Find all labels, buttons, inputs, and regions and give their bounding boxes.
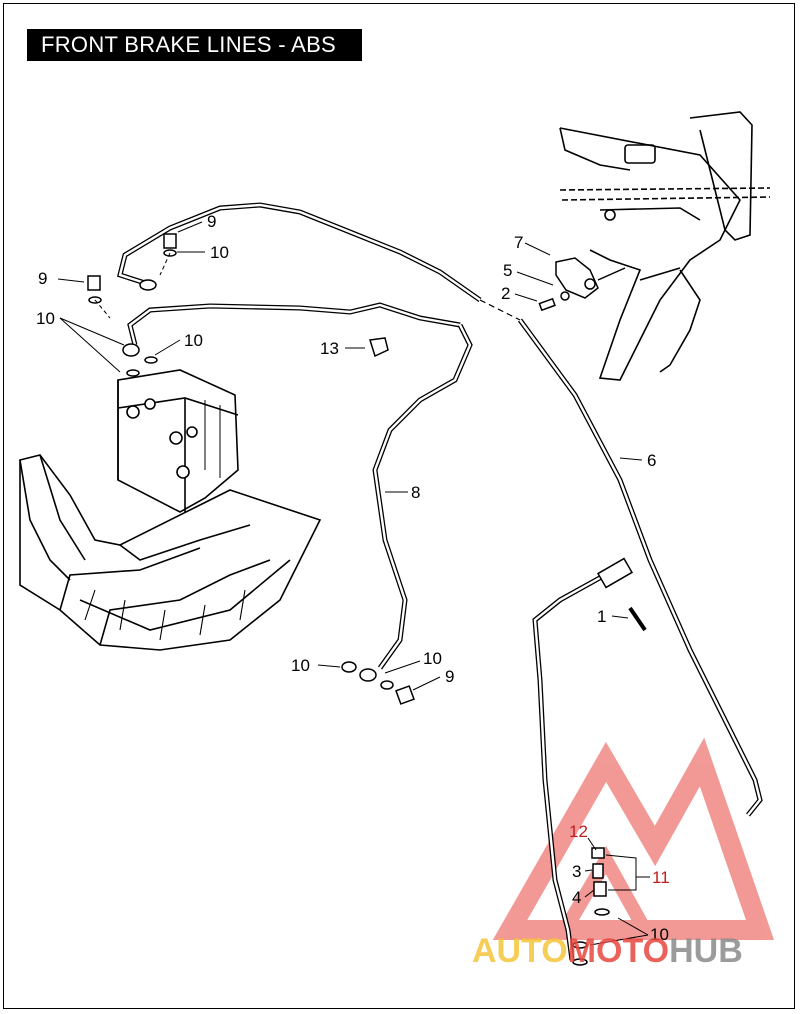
callout-11: 11	[652, 868, 670, 887]
callout-4: 4	[572, 888, 581, 907]
watermark-part-hub: HUB	[669, 932, 743, 970]
callout-10-bottom: 10	[650, 925, 669, 944]
callout-9-upper: 9	[207, 212, 216, 231]
callout-1: 1	[597, 607, 606, 626]
watermark-logo	[492, 737, 775, 940]
callout-9-lower: 9	[445, 667, 454, 686]
callout-10-upper: 10	[210, 243, 229, 262]
callout-8: 8	[411, 483, 420, 502]
abs-modulator	[117, 369, 239, 513]
callout-3: 3	[572, 862, 581, 881]
watermark-part-auto: AUTO	[472, 932, 568, 970]
leader-lines	[57, 221, 650, 946]
callout-labels: 9 10 9 10 10 13 7 5 2 6 8 1 10 10 9 12 3…	[36, 212, 670, 944]
callout-10-mid: 10	[184, 331, 203, 350]
callout-10-lower-right: 10	[423, 649, 442, 668]
frame-steering-head	[559, 111, 771, 381]
diagram-title: FRONT BRAKE LINES - ABS	[27, 29, 362, 61]
fittings-washers	[87, 233, 610, 966]
brake-lines	[117, 202, 763, 961]
callout-13: 13	[320, 339, 339, 358]
abs-mounting-tray	[19, 454, 322, 651]
diagram-frame	[3, 3, 795, 1009]
callout-7: 7	[514, 233, 523, 252]
callout-5: 5	[503, 261, 512, 280]
watermark-text: AUTOMOTOHUB	[472, 932, 743, 970]
bracket-assembly	[538, 257, 626, 312]
callout-12: 12	[569, 822, 588, 841]
svg-text:AUTOMOTOHUB: AUTOMOTOHUB	[472, 932, 743, 970]
callout-9-left: 9	[38, 269, 47, 288]
callout-2: 2	[501, 284, 510, 303]
callout-6: 6	[647, 451, 656, 470]
watermark-part-moto: MOTO	[568, 932, 669, 970]
callout-10-left: 10	[36, 309, 55, 328]
callout-10-lower-left: 10	[291, 656, 310, 675]
